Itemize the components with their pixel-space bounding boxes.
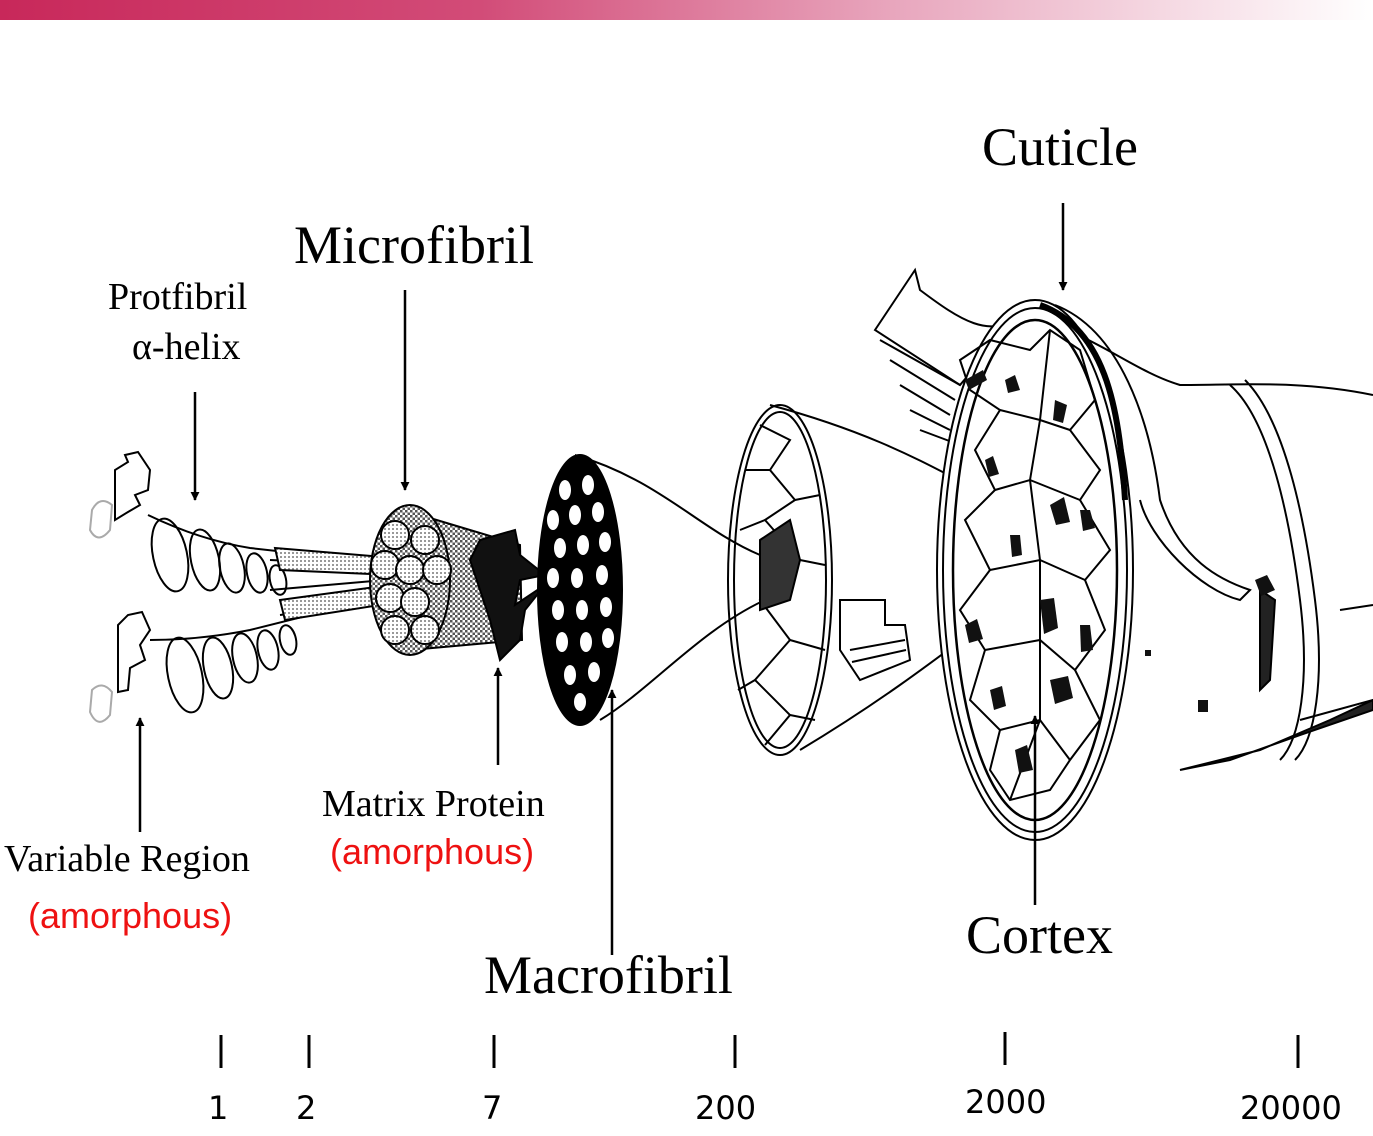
- macrofibril-drawing: [538, 455, 765, 725]
- label-microfibril: Microfibril: [294, 218, 534, 272]
- hair-fiber-drawing: [875, 270, 1373, 840]
- label-matrix-protein: Matrix Protein: [322, 785, 545, 823]
- label-alpha-helix: α-helix: [132, 328, 241, 366]
- label-variable-amorphous: (amorphous): [28, 898, 232, 934]
- scale-label-2: 2: [296, 1092, 316, 1124]
- label-cortex: Cortex: [966, 908, 1113, 962]
- label-protofibril: Protfibril: [108, 278, 247, 316]
- scale-tick-marks: [221, 1032, 1298, 1068]
- scale-label-20000: 20000: [1240, 1092, 1342, 1124]
- label-macrofibril: Macrofibril: [484, 948, 733, 1002]
- label-cuticle: Cuticle: [982, 120, 1138, 174]
- label-variable-region: Variable Region: [4, 840, 250, 878]
- scale-label-200: 200: [695, 1092, 756, 1124]
- scale-label-2000: 2000: [965, 1086, 1046, 1118]
- scale-label-7: 7: [482, 1092, 502, 1124]
- scale-label-1: 1: [208, 1092, 228, 1124]
- microfibril-drawing: [370, 505, 545, 660]
- label-matrix-amorphous: (amorphous): [330, 834, 534, 870]
- protofibril-drawing: [90, 452, 395, 722]
